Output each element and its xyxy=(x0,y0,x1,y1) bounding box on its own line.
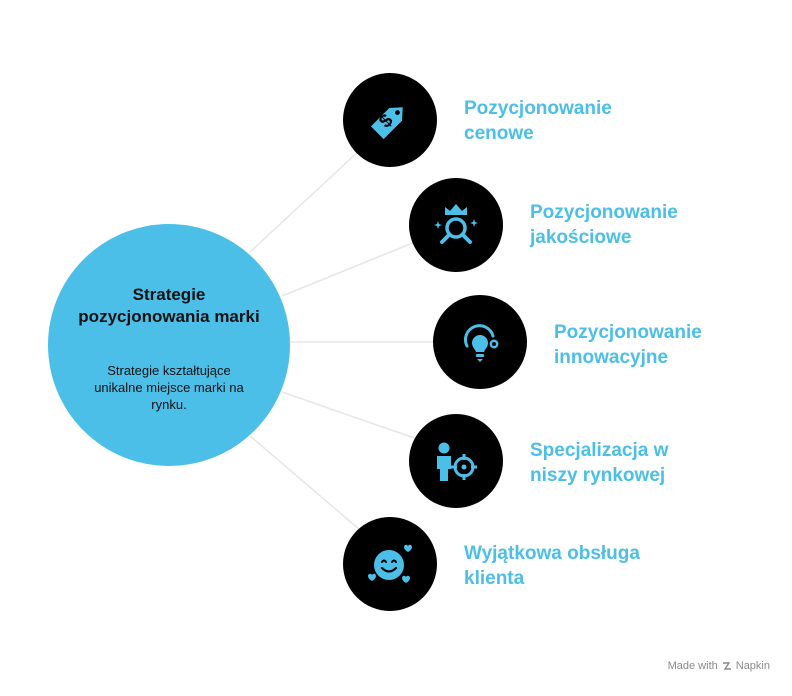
lightbulb-gauge-icon xyxy=(464,324,499,362)
center-description: Strategie kształtujące unikalne miejsce … xyxy=(94,363,244,412)
node-price-positioning: $ xyxy=(343,73,437,167)
price-tag-dollar-icon: $ xyxy=(370,107,403,140)
center-title: Strategie pozycjonowania marki xyxy=(48,284,290,328)
footer-made-with: Made with xyxy=(667,660,718,672)
center-title-line2: pozycjonowania marki xyxy=(78,307,260,326)
node-innovation-positioning xyxy=(433,295,527,389)
footer-brand: Napkin xyxy=(735,660,770,672)
label-innovation-positioning: Pozycjonowanie innowacyjne xyxy=(554,322,702,368)
crown-magnifier-icon xyxy=(434,204,478,244)
label-price-positioning: Pozycjonowanie cenowe xyxy=(464,98,612,144)
label-quality-positioning: Pozycjonowanie jakościowe xyxy=(530,202,678,248)
smiley-hearts-icon xyxy=(368,544,412,583)
center-title-line1: Strategie xyxy=(132,285,206,304)
label-customer-service: Wyjątkowa obsługa klienta xyxy=(464,543,640,589)
node-niche-specialization xyxy=(409,414,503,508)
made-with-napkin-footer: Made with Napkin xyxy=(668,660,770,672)
napkin-logo-icon xyxy=(722,662,731,670)
node-quality-positioning xyxy=(409,178,503,272)
person-target-icon xyxy=(437,442,477,481)
center-topic-circle xyxy=(48,224,290,466)
node-customer-service xyxy=(343,517,437,611)
label-niche-specialization: Specjalizacja w niszy rynkowej xyxy=(530,440,669,486)
